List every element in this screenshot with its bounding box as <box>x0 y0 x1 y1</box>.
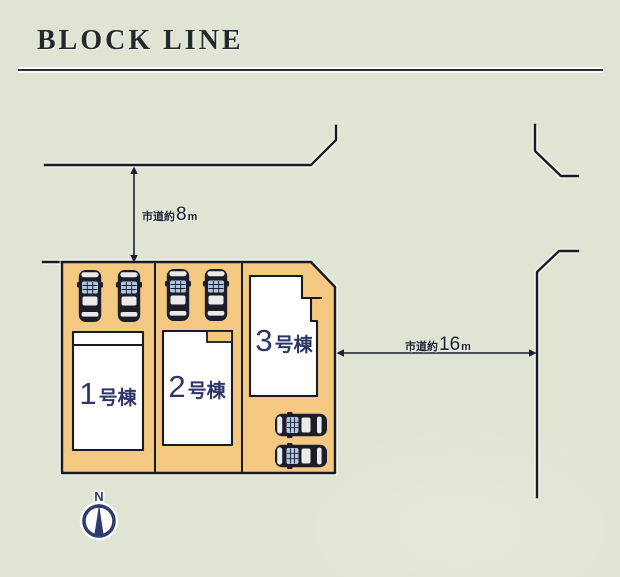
building-number: 2 <box>168 369 186 404</box>
road-width-dimension-vertical <box>130 166 138 263</box>
road-label-unit: m <box>461 341 471 353</box>
building-suffix: 号棟 <box>187 381 226 402</box>
car-icon <box>76 269 104 323</box>
road-label-value: 8 <box>176 204 187 225</box>
road-edge-northeast <box>533 123 580 178</box>
building-1-shape <box>71 330 145 452</box>
compass-icon: N <box>79 488 119 541</box>
building-number: 3 <box>255 323 273 358</box>
building-2-label: 2 号棟 <box>147 369 247 405</box>
building-3-shape <box>248 274 322 398</box>
building-2-shape <box>161 329 234 447</box>
car-icon <box>274 442 328 470</box>
building-number: 1 <box>79 376 97 411</box>
car-icon <box>164 268 192 322</box>
road-label-prefix: 市道約 <box>405 341 439 353</box>
car-icon <box>202 268 230 322</box>
road-edge-north <box>43 124 338 167</box>
building-1-label: 1 号棟 <box>58 376 158 412</box>
car-icon <box>274 411 328 439</box>
road-label-prefix: 市道約 <box>142 211 175 223</box>
building-3-label: 3 号棟 <box>237 323 331 359</box>
road-width-dimension-horizontal <box>336 349 537 357</box>
road-lines <box>41 123 580 499</box>
road-label-unit: m <box>187 211 198 223</box>
building-suffix: 号棟 <box>98 388 137 409</box>
north-needle-icon <box>94 505 104 536</box>
buildings <box>71 274 322 452</box>
car-icon <box>115 269 143 323</box>
road-edge-southeast <box>535 249 580 499</box>
compass-north-label: N <box>94 489 103 504</box>
road-label-value: 16 <box>439 334 461 355</box>
building-suffix: 号棟 <box>274 335 313 356</box>
page-title: BLOCK LINE <box>37 25 244 56</box>
title-rule <box>18 69 603 71</box>
